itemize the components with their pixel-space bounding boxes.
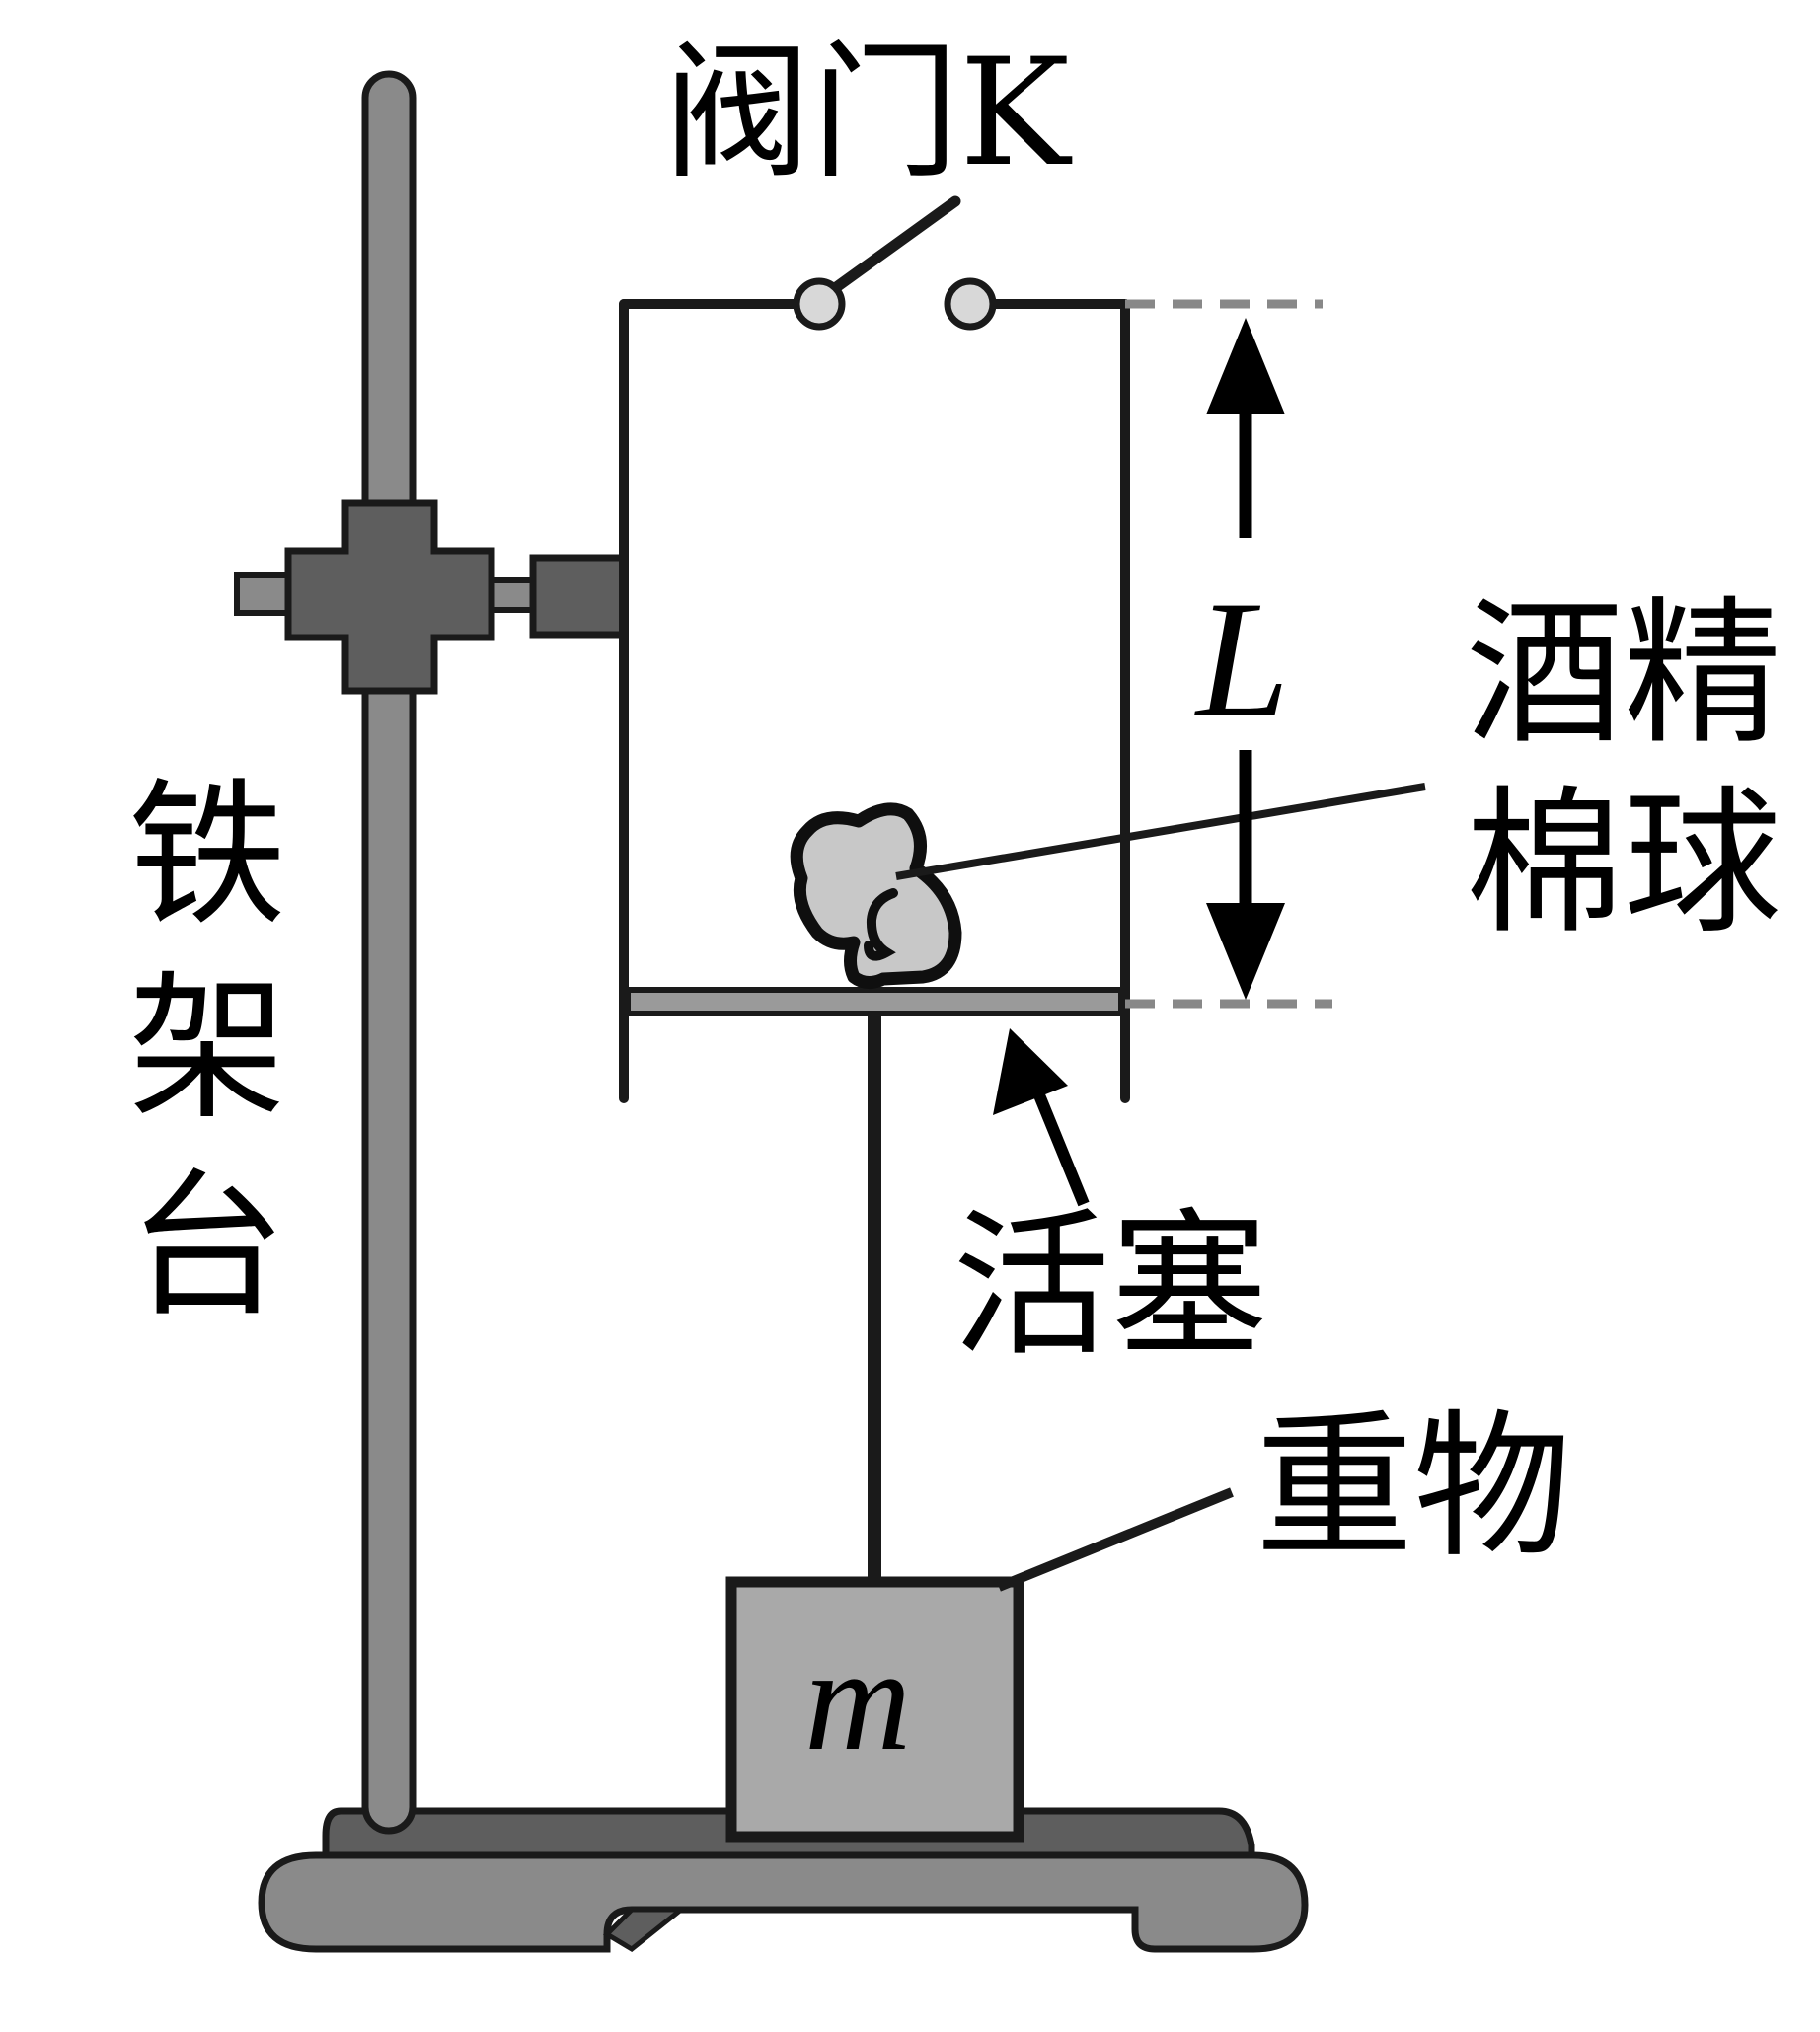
stand-label-1: 铁: [128, 763, 286, 947]
clamp-boss: [234, 499, 628, 695]
weight-leader: [997, 1487, 1234, 1592]
stand-label-3: 台: [128, 1154, 286, 1338]
mass-label: m: [804, 1618, 911, 1781]
valve-k: [793, 195, 997, 331]
cotton-ball-label-1: 酒精: [1466, 581, 1782, 766]
piston-label: 活塞: [952, 1193, 1268, 1378]
weight-block: [725, 1576, 1024, 1843]
piston: [625, 987, 1124, 1016]
length-label: L: [1194, 566, 1290, 752]
piston-arrow: [993, 1028, 1090, 1207]
cotton-ball-leader: [895, 783, 1426, 880]
valve-label: 阀门K: [663, 28, 1073, 199]
cylinder: [619, 299, 1130, 1103]
stand-rod: [361, 70, 417, 1835]
cotton-ball-label-2: 棉球: [1466, 771, 1782, 955]
cotton-ball: [790, 802, 962, 989]
stand-label-2: 架: [128, 956, 286, 1141]
cotton-ball-fold: [864, 888, 898, 961]
weight-label: 重物: [1255, 1394, 1571, 1579]
dimension-l: [1125, 299, 1332, 1009]
